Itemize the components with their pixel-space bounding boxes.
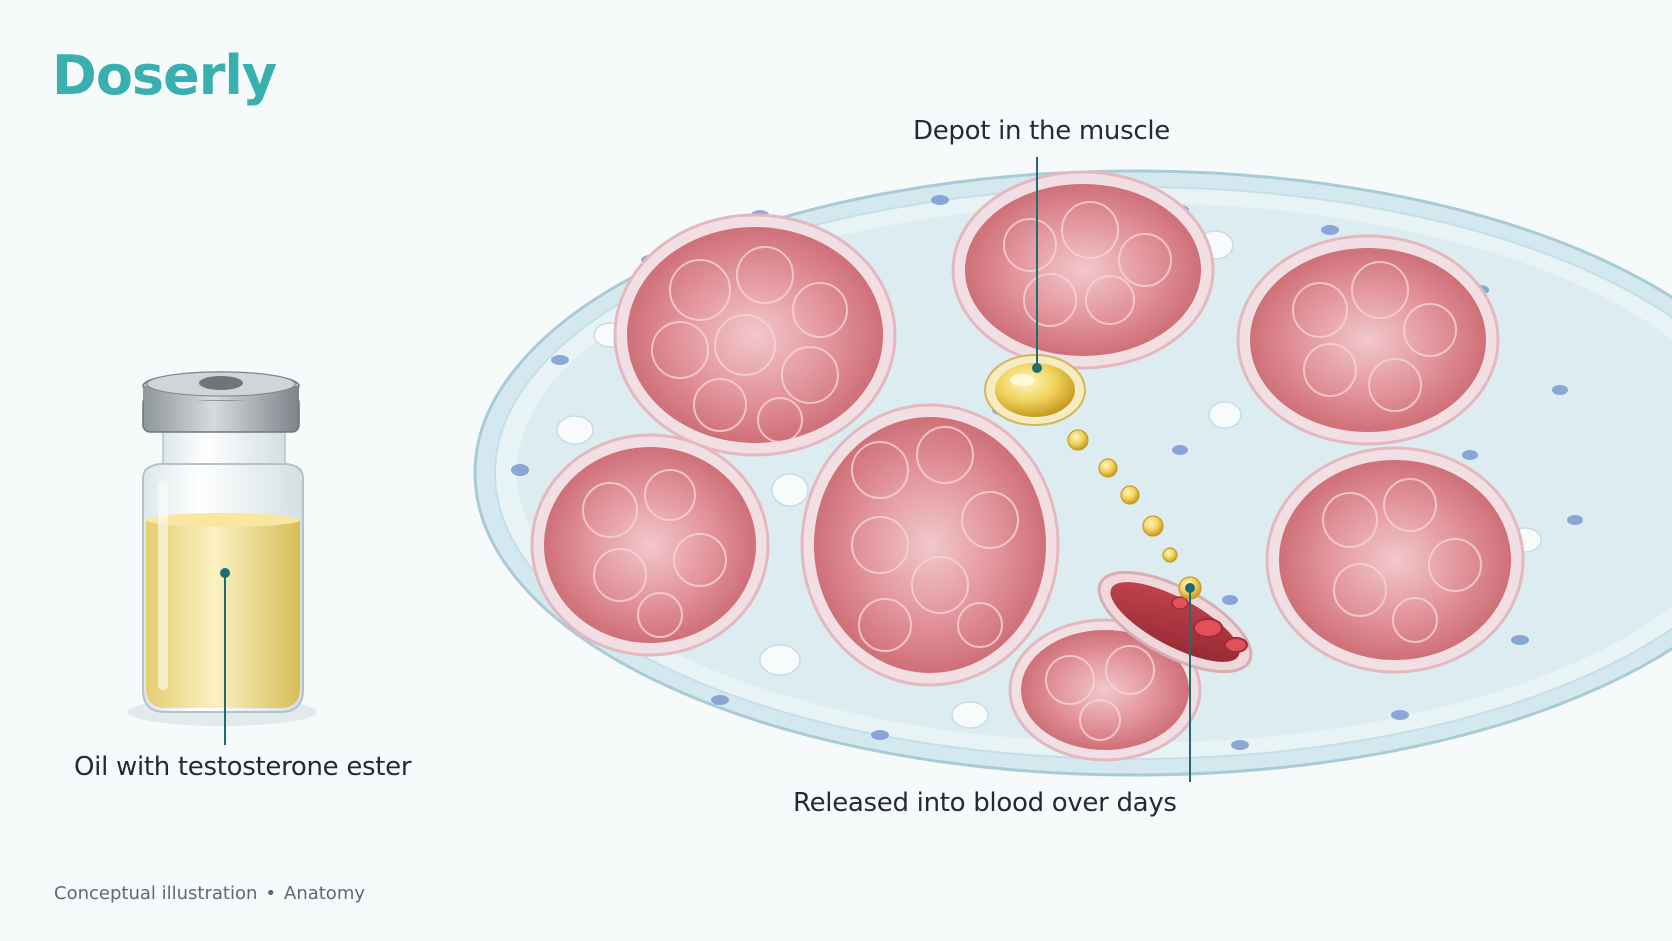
blood-vessel xyxy=(1097,570,1253,674)
vial-leader-dot xyxy=(220,568,230,578)
label-release: Released into blood over days xyxy=(793,788,1177,818)
footer-separator: • xyxy=(265,883,276,904)
oil-depot xyxy=(984,354,1086,426)
release-leader-dot xyxy=(1185,583,1195,593)
label-vial: Oil with testosterone ester xyxy=(74,752,412,782)
muscle-fibres xyxy=(582,201,1482,741)
brand-logo: Doserly xyxy=(52,44,277,107)
fat-cells xyxy=(556,230,1542,729)
footer-caption: Conceptual illustration • Anatomy xyxy=(54,883,365,904)
footer-category: Anatomy xyxy=(284,883,366,904)
label-depot: Depot in the muscle xyxy=(913,116,1170,146)
muscle-cross-section xyxy=(473,169,1672,777)
depot-leader-dot xyxy=(1032,363,1042,373)
footer-caption-text: Conceptual illustration xyxy=(54,883,258,904)
vial xyxy=(127,371,317,726)
